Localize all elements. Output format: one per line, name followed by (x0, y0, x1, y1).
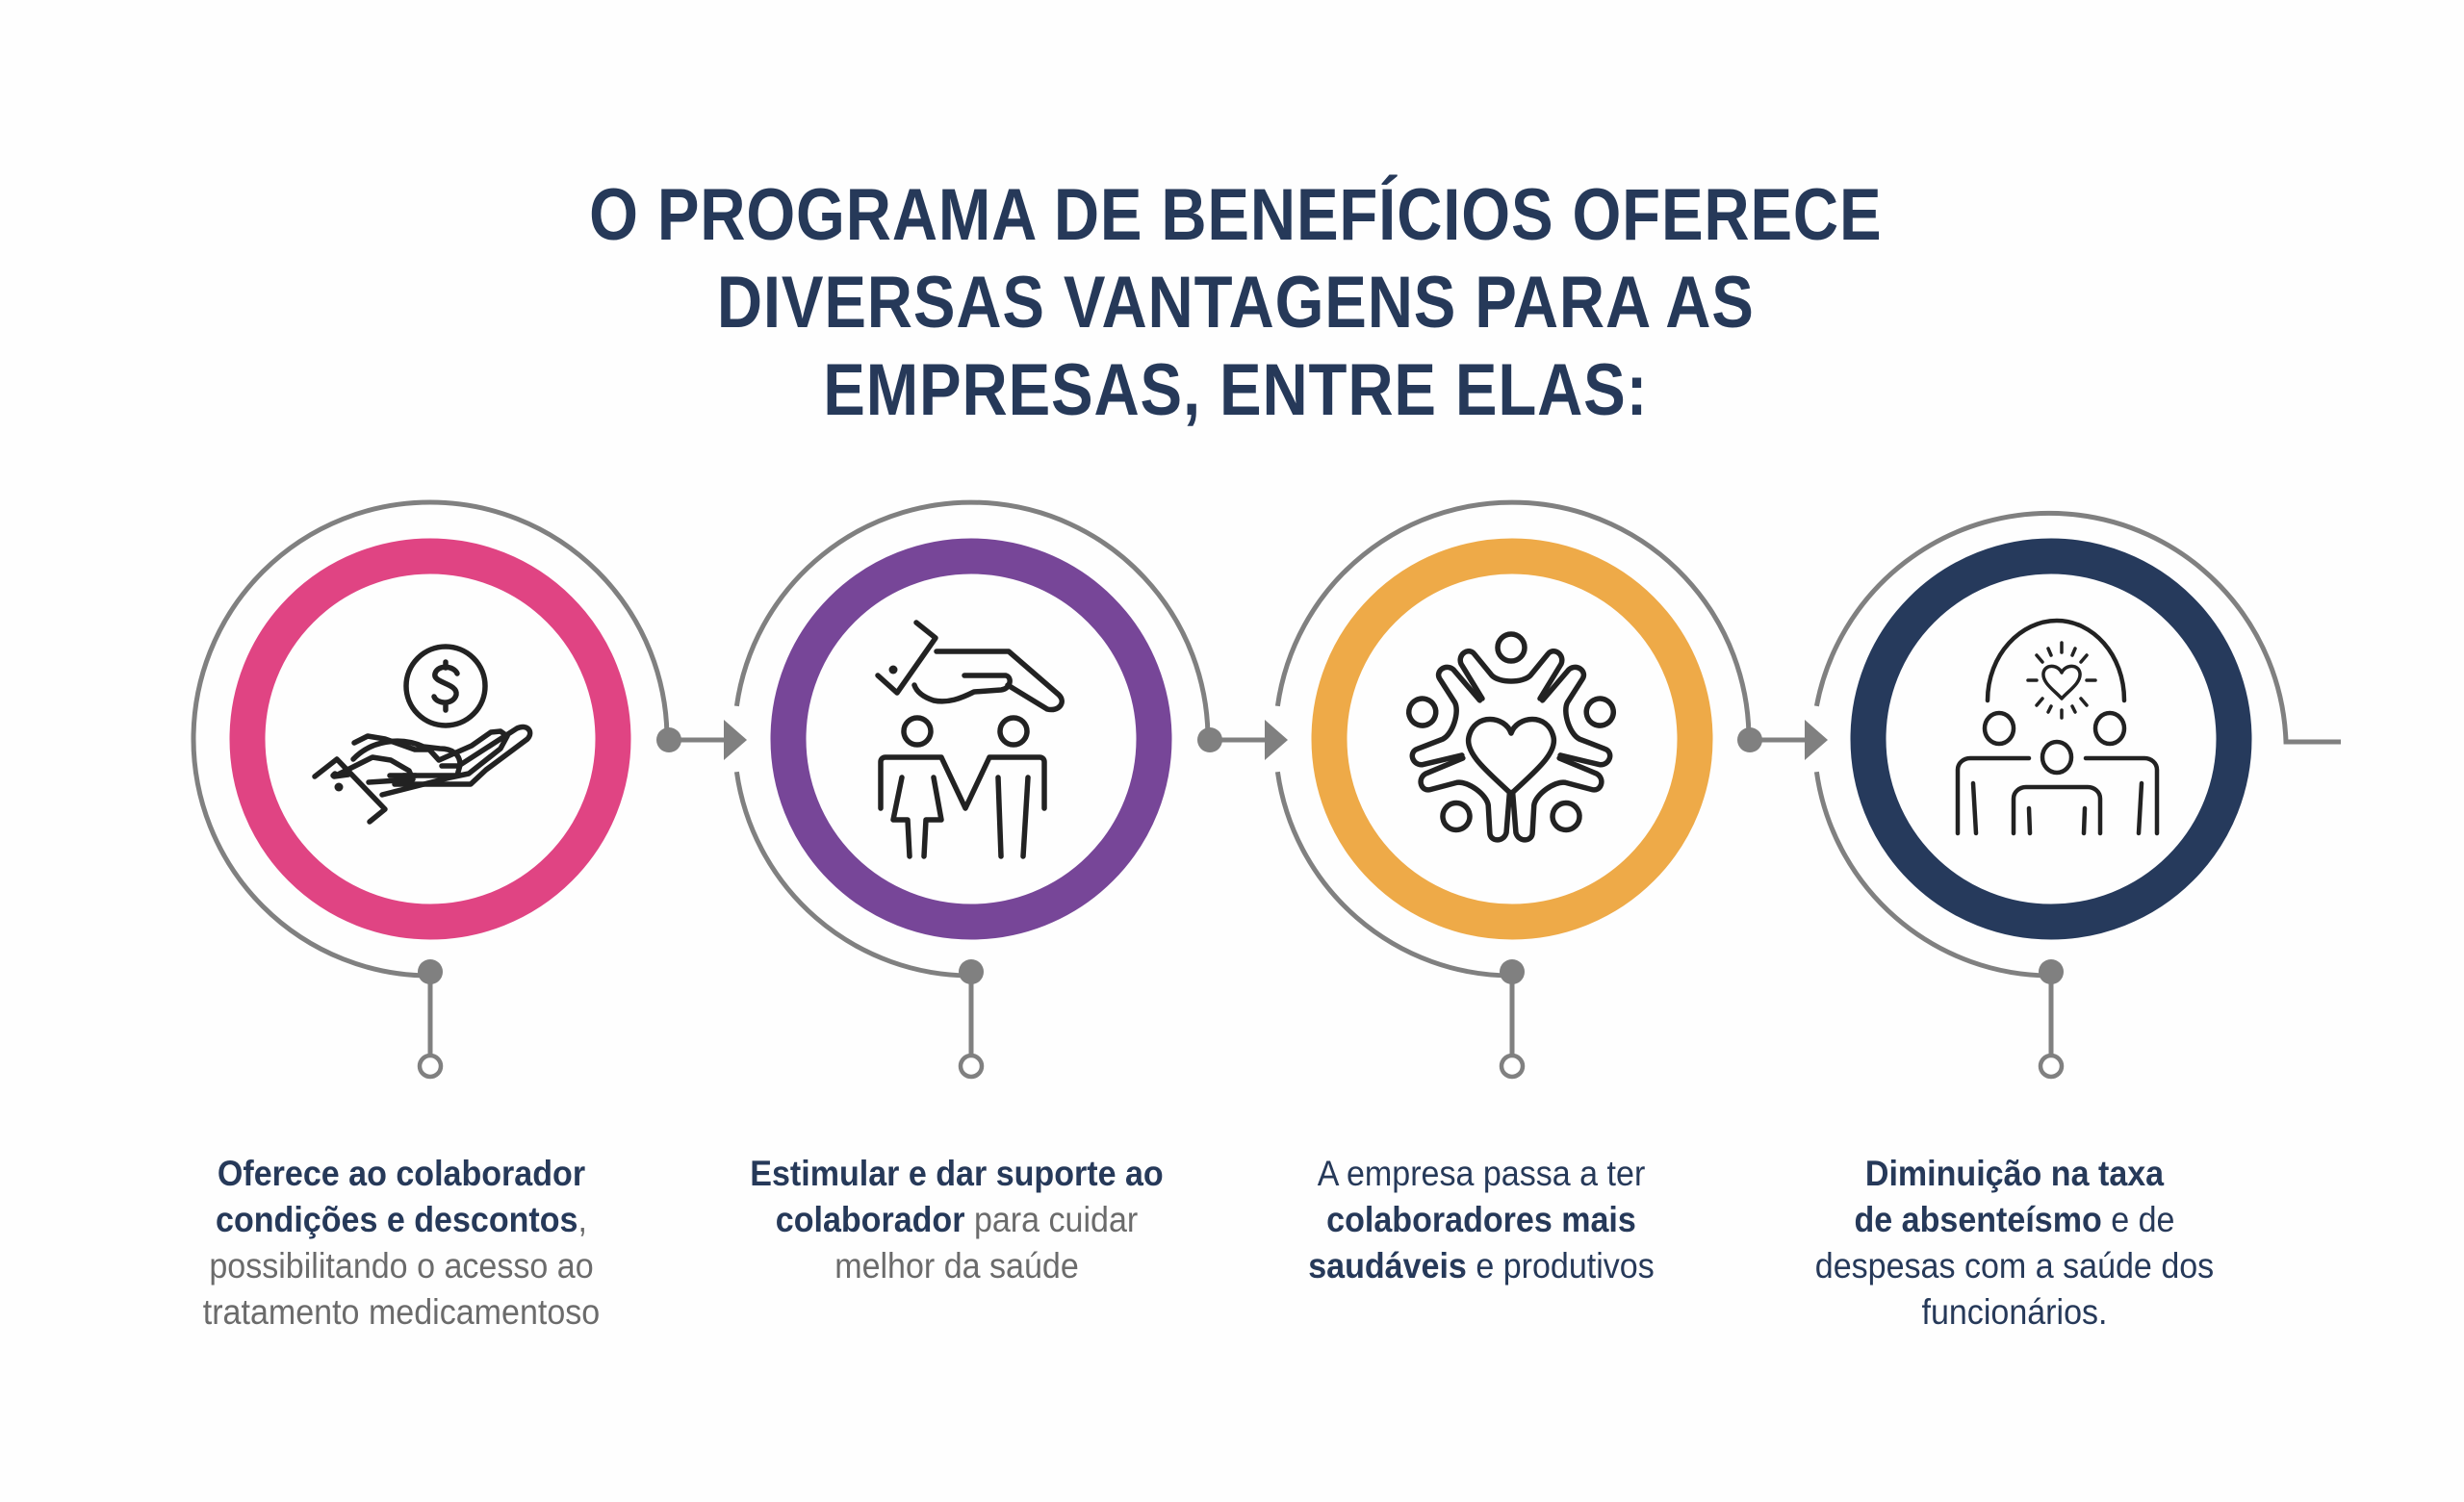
arrow-right-icon (724, 720, 747, 760)
desc-text: e de (2101, 1200, 2175, 1239)
outer-arc-lower (1813, 771, 2052, 979)
arrow-right-icon (1265, 720, 1288, 760)
stem-end-circle (1499, 1053, 1526, 1080)
step-3-ring (1311, 538, 1713, 940)
stem-end-circle (958, 1053, 985, 1080)
step-2 (733, 499, 1288, 1080)
step-2-description: Estimular e dar suporte ao colaborador p… (678, 1151, 1236, 1289)
desc-text: , (578, 1200, 587, 1239)
outer-arc-lower (1274, 771, 1513, 979)
desc-bold: colaboradores mais (1326, 1200, 1636, 1239)
desc-bold: Estimular e dar suporte ao (750, 1154, 1164, 1193)
desc-bold: saudáveis (1308, 1246, 1467, 1286)
desc-text: A empresa passa a ter (1317, 1154, 1646, 1193)
page-title: O PROGRAMA DE BENEFÍCIOS OFERECE DIVERSA… (0, 171, 2464, 434)
hand-protecting-couple-icon (875, 620, 1065, 859)
desc-bold: de absenteísmo (1854, 1200, 2102, 1239)
step-3 (1274, 499, 1828, 1080)
step-4-ring (1850, 538, 2252, 940)
desc-text: funcionários. (1921, 1292, 2108, 1332)
title-line-1: O PROGRAMA DE BENEFÍCIOS OFERECE (589, 174, 1883, 256)
stem-end-circle (2038, 1053, 2065, 1080)
desc-bold: Diminuição na taxa (1864, 1154, 2165, 1193)
step-4 (1813, 510, 2341, 1080)
desc-text: possibilitando o acesso ao (209, 1246, 594, 1286)
step-2-ring (770, 538, 1172, 940)
outer-arc-upper (733, 499, 1211, 740)
title-line-2: DIVERSAS VANTAGENS PARA AS (716, 262, 1755, 344)
step-4-description: Diminuição na taxa de absenteísmo e de d… (1735, 1151, 2294, 1336)
step-1-description: Oferece ao colaborador condições e desco… (122, 1151, 680, 1336)
team-wellbeing-heart-icon (1955, 618, 2160, 836)
desc-text: tratamento medicamentoso (202, 1292, 601, 1332)
desc-bold: condições e descontos (216, 1200, 578, 1239)
step-3-description: A empresa passa a ter colaboradores mais… (1202, 1151, 1760, 1289)
hand-holding-dollar-icon-detail (312, 724, 533, 825)
desc-bold: Oferece ao colaborador (217, 1154, 586, 1193)
arrow-right-icon (1805, 720, 1828, 760)
desc-text: e produtivos (1466, 1246, 1655, 1286)
desc-text: para cuidar (964, 1200, 1139, 1239)
step-1-ring (229, 538, 631, 940)
outer-arc-upper (1813, 510, 2341, 745)
title-line-3: EMPRESAS, ENTRE ELAS: (823, 349, 1649, 431)
community-heart-icon (1405, 631, 1617, 843)
desc-text: melhor da saúde (834, 1246, 1079, 1286)
desc-text: despesas com a saúde dos (1814, 1246, 2215, 1286)
outer-arc-upper (1274, 499, 1752, 740)
stem-end-circle (417, 1053, 444, 1080)
step-1 (191, 499, 747, 1080)
outer-arc-lower (733, 771, 972, 979)
outer-arc (191, 499, 670, 979)
desc-bold: colaborador (775, 1200, 965, 1239)
